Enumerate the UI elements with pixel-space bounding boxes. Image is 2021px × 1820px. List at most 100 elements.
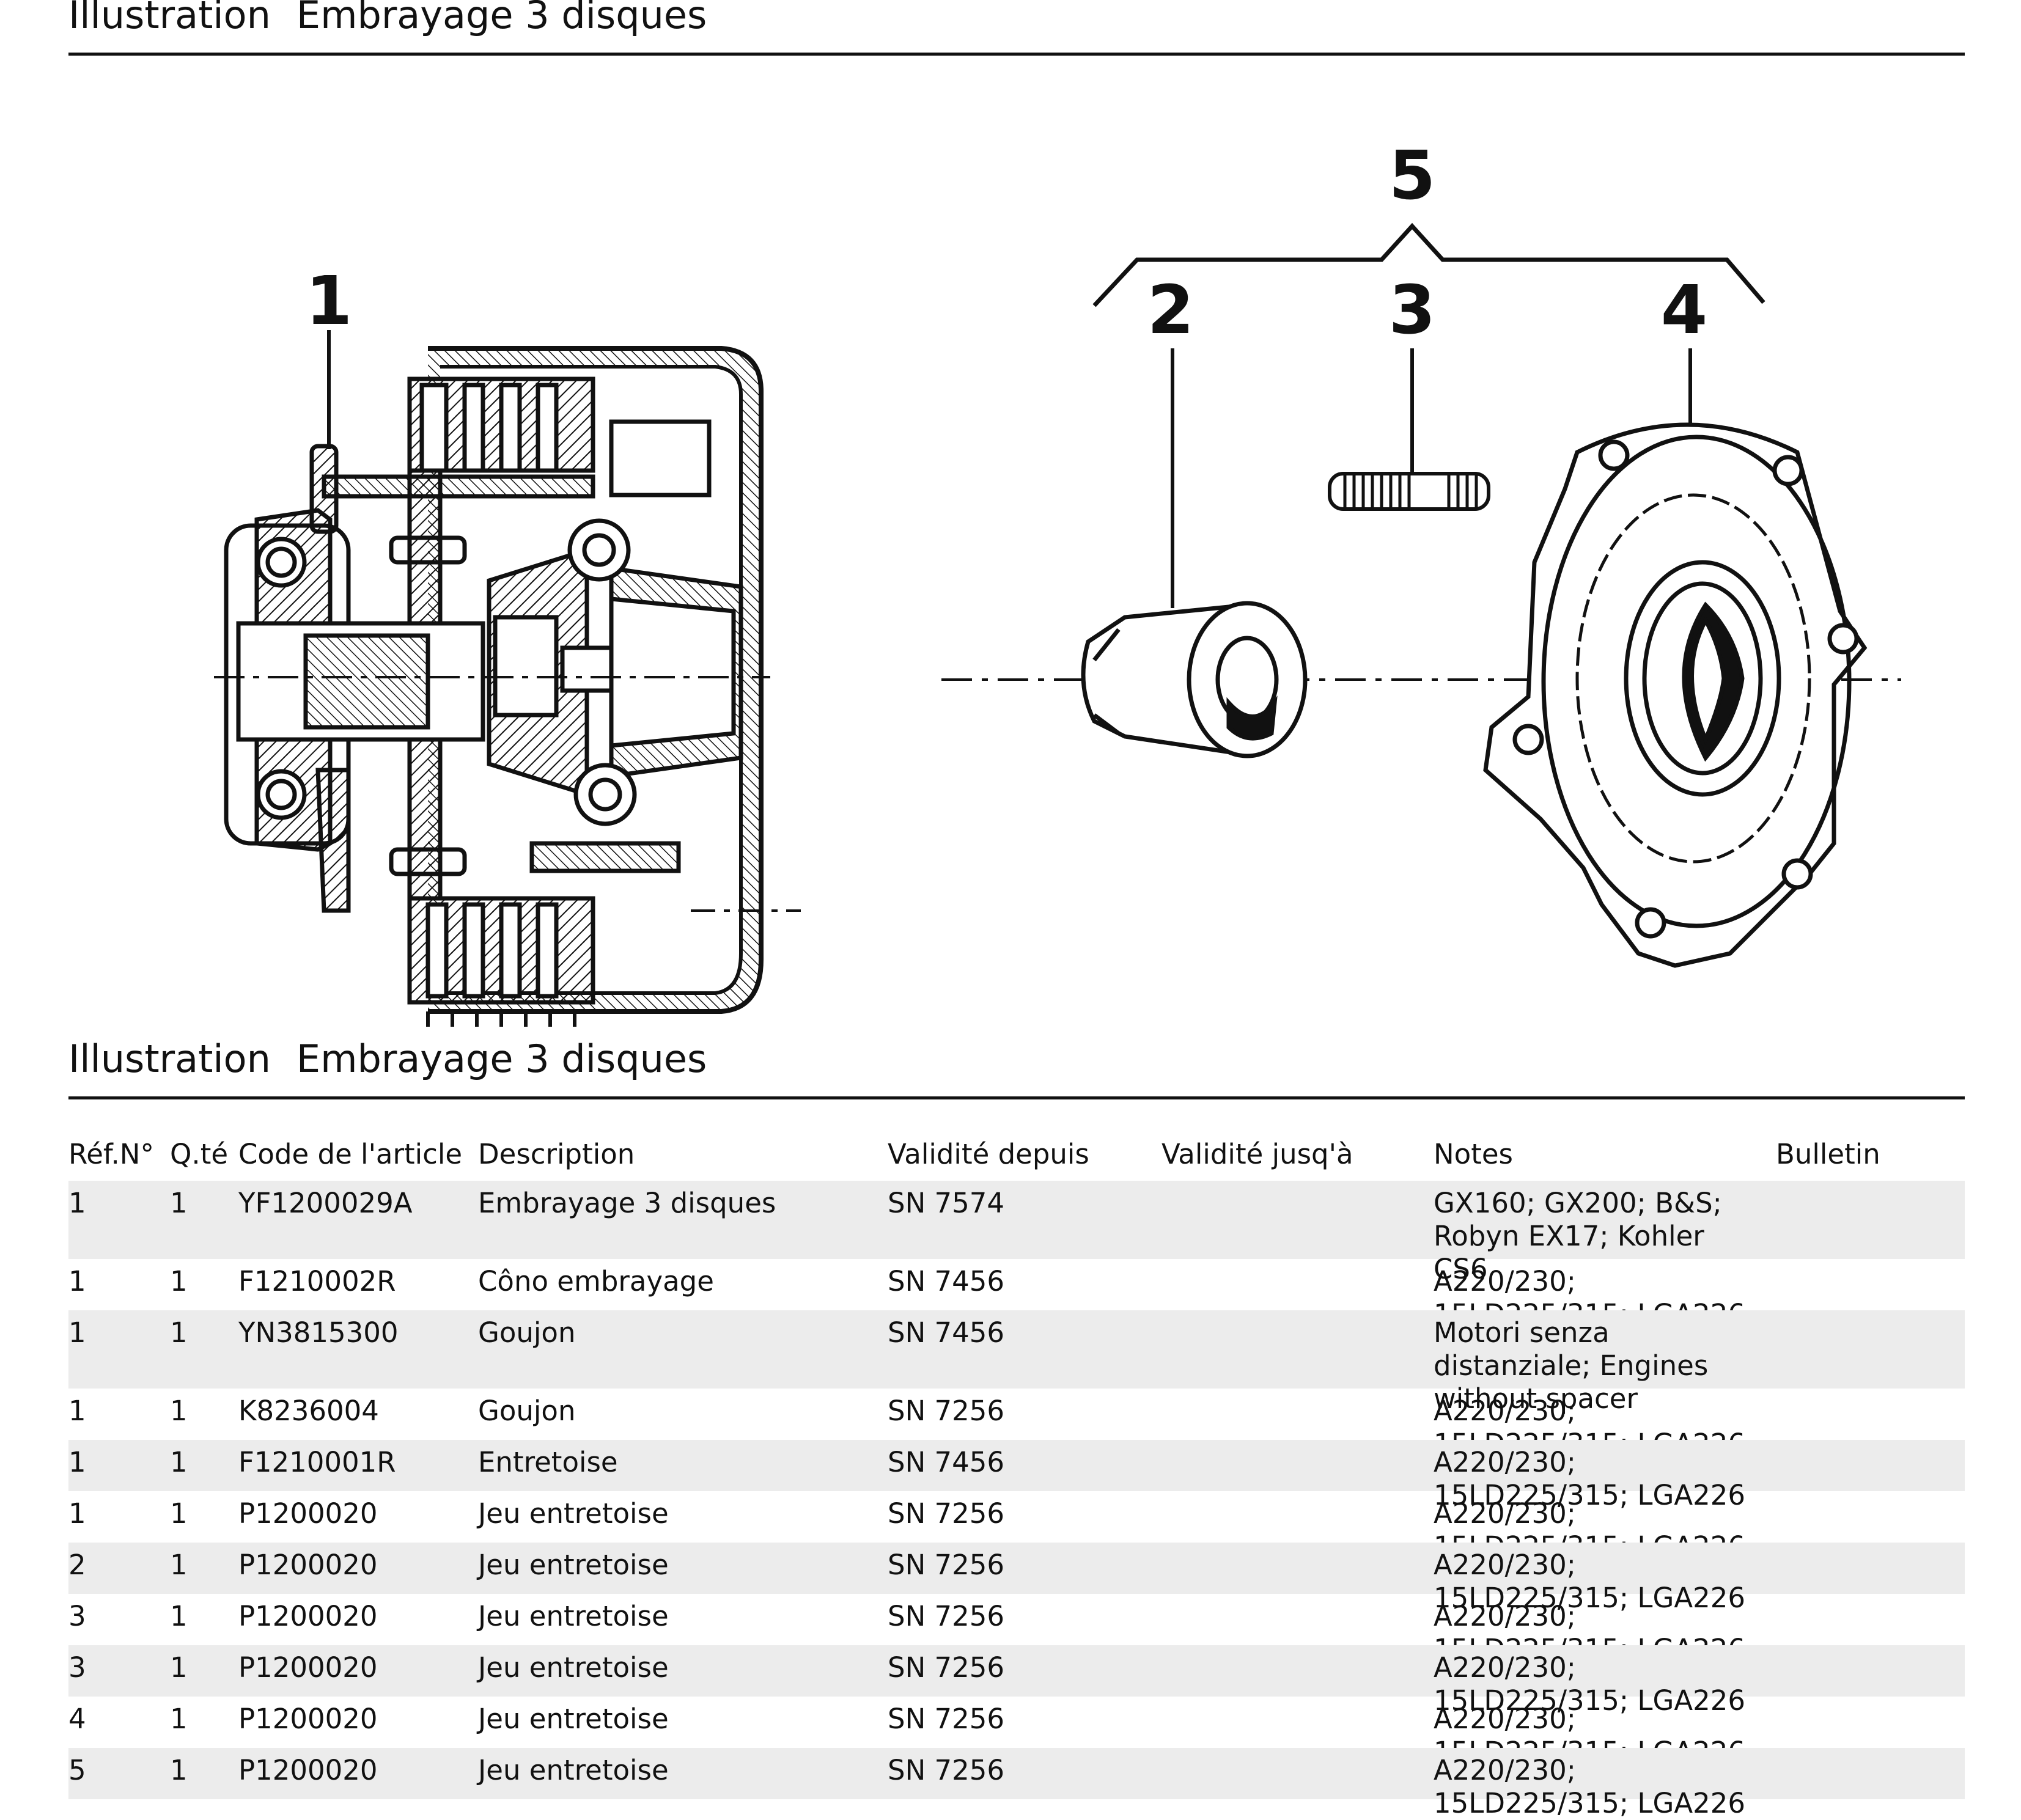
code-cell: P1200020 (238, 1703, 378, 1735)
table-row: 1 1 F1210001R Entretoise SN 7456 A220/230; 15… (68, 1440, 1965, 1511)
title-rule (68, 53, 1965, 56)
ref-cell: 1 (68, 1446, 86, 1478)
section-title-label: Illustration (68, 1037, 271, 1081)
page-title: Illustration Embrayage 3 disques (68, 0, 707, 34)
ref-cell: 1 (68, 1187, 86, 1219)
description-cell: Entretoise (478, 1446, 618, 1478)
col-bulletin: Bulletin (1776, 1138, 1880, 1170)
flange-part (1483, 422, 1868, 968)
valid-from-cell: SN 7256 (888, 1754, 1005, 1786)
description-cell: Embrayage 3 disques (478, 1187, 776, 1219)
description-cell: Côno embrayage (478, 1265, 714, 1297)
section-title: Illustration Embrayage 3 disques (68, 1040, 707, 1078)
parts-illustration: 1 5 2 3 4 (214, 136, 1901, 1027)
table-row: 2 1 P1200020 Jeu entretoise SN 7256 A220/230;… (68, 1543, 1965, 1614)
code-cell: P1200020 (238, 1600, 378, 1632)
clutch-cross-section (214, 346, 801, 1027)
page-title-label: Illustration (68, 0, 271, 37)
notes-cell: A220/230; 15LD225/315; LGA226 (1434, 1549, 1746, 1614)
section-rule (68, 1096, 1965, 1099)
description-cell: Jeu entretoise (478, 1600, 669, 1632)
stud-part (1328, 472, 1490, 511)
ref-cell: 3 (68, 1600, 86, 1632)
qty-cell: 1 (170, 1600, 188, 1632)
code-cell: F1210002R (238, 1265, 396, 1297)
ref-cell: 1 (68, 1316, 86, 1349)
code-cell: P1200020 (238, 1497, 378, 1530)
valid-from-cell: SN 7256 (888, 1600, 1005, 1632)
notes-cell: A220/230; 15LD225/315; LGA226 (1434, 1754, 1746, 1819)
callout-4-label: 4 (1661, 271, 1708, 349)
description-cell: Goujon (478, 1316, 576, 1349)
description-cell: Goujon (478, 1395, 576, 1427)
ref-cell: 1 (68, 1395, 86, 1427)
col-ref: Réf.N° (68, 1138, 154, 1170)
table-row: 1 1 YN3815300 Goujon SN 7456 Motori senza dis… (68, 1310, 1965, 1415)
qty-cell: 1 (170, 1316, 188, 1349)
callout-1-label: 1 (306, 262, 353, 340)
callout-2-label: 2 (1147, 271, 1195, 349)
description-cell: Jeu entretoise (478, 1497, 669, 1530)
code-cell: P1200020 (238, 1549, 378, 1581)
section-title-text: Embrayage 3 disques (296, 1037, 707, 1081)
code-cell: F1210001R (238, 1446, 396, 1478)
valid-from-cell: SN 7256 (888, 1703, 1005, 1735)
description-cell: Jeu entretoise (478, 1703, 669, 1735)
table-row: 5 1 P1200020 Jeu entretoise SN 7256 A220/230;… (68, 1748, 1965, 1819)
qty-cell: 1 (170, 1497, 188, 1530)
description-cell: Jeu entretoise (478, 1549, 669, 1581)
code-cell: YN3815300 (238, 1316, 399, 1349)
notes-cell: Motori senza distanziale; Engines withou… (1434, 1316, 1709, 1415)
col-notes: Notes (1434, 1138, 1513, 1170)
code-cell: P1200020 (238, 1651, 378, 1684)
notes-cell: GX160; GX200; B&S; Robyn EX17; Kohler CS… (1434, 1187, 1722, 1285)
qty-cell: 1 (170, 1651, 188, 1684)
valid-from-cell: SN 7256 (888, 1651, 1005, 1684)
code-cell: P1200020 (238, 1754, 378, 1786)
cone-part (1081, 601, 1308, 758)
description-cell: Jeu entretoise (478, 1651, 669, 1684)
qty-cell: 1 (170, 1187, 188, 1219)
valid-from-cell: SN 7256 (888, 1395, 1005, 1427)
valid-from-cell: SN 7256 (888, 1549, 1005, 1581)
table-header: Réf.N° Q.té Code de l'article Descriptio… (0, 1138, 2021, 1181)
description-cell: Jeu entretoise (478, 1754, 669, 1786)
ref-cell: 3 (68, 1651, 86, 1684)
qty-cell: 1 (170, 1549, 188, 1581)
col-description: Description (478, 1138, 635, 1170)
col-valid-to: Validité jusq'à (1161, 1138, 1353, 1170)
col-valid-from: Validité depuis (888, 1138, 1089, 1170)
valid-from-cell: SN 7456 (888, 1446, 1005, 1478)
qty-cell: 1 (170, 1754, 188, 1786)
ref-cell: 4 (68, 1703, 86, 1735)
table-row: 1 1 YF1200029A Embrayage 3 disques SN 7574 GX… (68, 1181, 1965, 1285)
valid-from-cell: SN 7574 (888, 1187, 1005, 1219)
ref-cell: 2 (68, 1549, 86, 1581)
ref-cell: 1 (68, 1497, 86, 1530)
callout-5-label: 5 (1389, 136, 1436, 215)
qty-cell: 1 (170, 1446, 188, 1478)
qty-cell: 1 (170, 1703, 188, 1735)
code-cell: K8236004 (238, 1395, 379, 1427)
callout-3-label: 3 (1389, 271, 1436, 349)
qty-cell: 1 (170, 1395, 188, 1427)
ref-cell: 1 (68, 1265, 86, 1297)
group-bracket (1092, 222, 1765, 307)
table-row: 3 1 P1200020 Jeu entretoise SN 7256 A220/230;… (68, 1645, 1965, 1717)
notes-cell: A220/230; 15LD225/315; LGA226 (1434, 1446, 1746, 1511)
valid-from-cell: SN 7456 (888, 1265, 1005, 1297)
valid-from-cell: SN 7256 (888, 1497, 1005, 1530)
ref-cell: 5 (68, 1754, 86, 1786)
valid-from-cell: SN 7456 (888, 1316, 1005, 1349)
notes-cell: A220/230; 15LD225/315; LGA226 (1434, 1651, 1746, 1717)
qty-cell: 1 (170, 1265, 188, 1297)
code-cell: YF1200029A (238, 1187, 413, 1219)
col-code: Code de l'article (238, 1138, 463, 1170)
page-title-text: Embrayage 3 disques (296, 0, 707, 37)
col-qty: Q.té (170, 1138, 229, 1170)
